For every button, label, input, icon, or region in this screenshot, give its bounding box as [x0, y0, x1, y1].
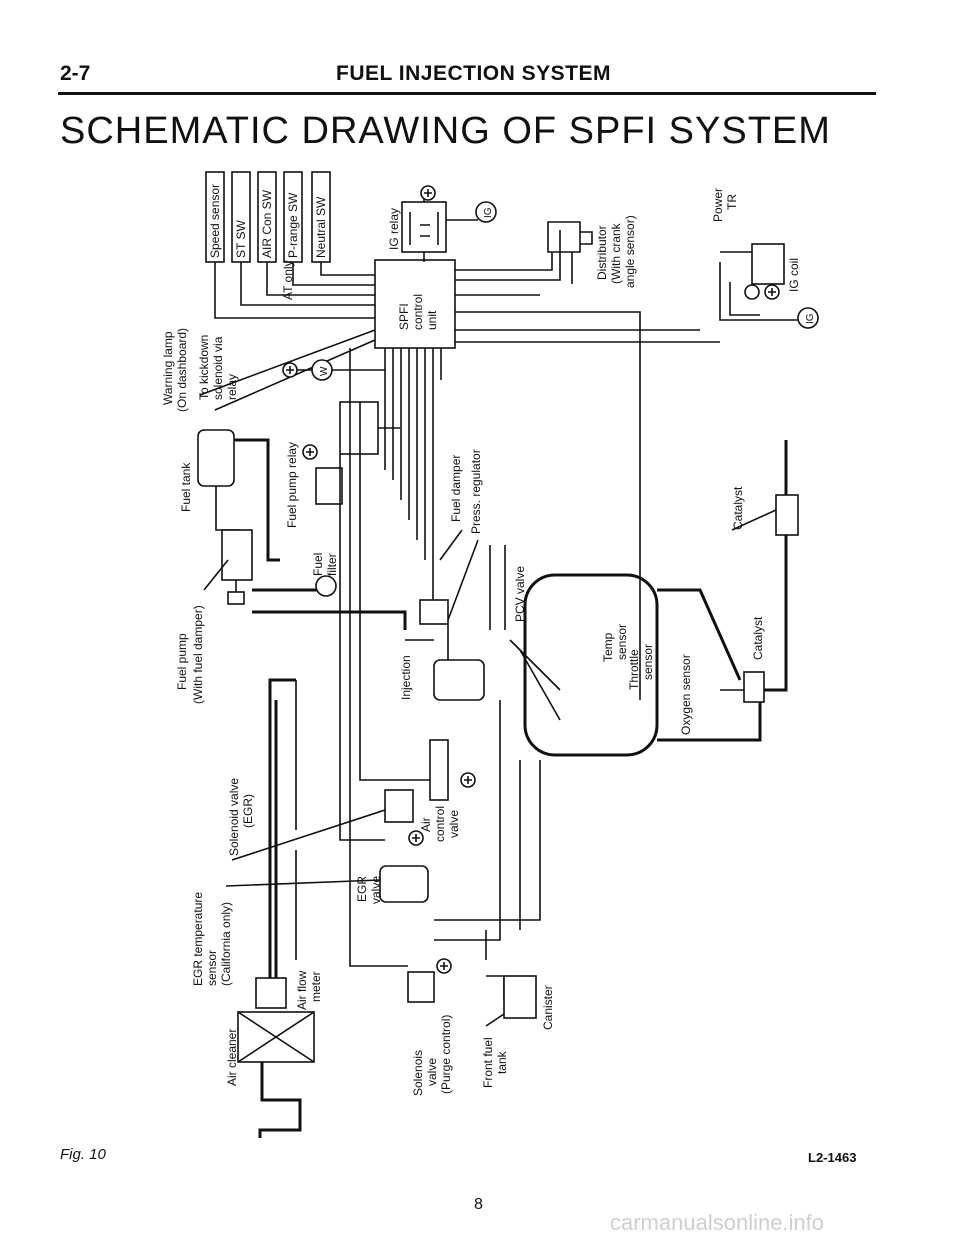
switch-label: ST SW: [234, 220, 248, 258]
power-tr-label: TR: [725, 194, 739, 210]
egr-temp-label: sensor: [205, 950, 219, 986]
egr-temp-label: EGR temperature: [191, 892, 205, 986]
canister-label: Canister: [541, 985, 555, 1030]
warning-lamp-label: (On dashboard): [175, 328, 189, 412]
temp-sensor-label: sensor: [615, 624, 629, 660]
switch-neutral-sw: Neutral SW: [311, 171, 331, 263]
air-flow-label: meter: [309, 971, 323, 1002]
catalyst-lower-label: Catalyst: [751, 616, 765, 660]
temp-sensor-label: Temp: [601, 632, 615, 662]
exhaust-system: Catalyst Catalyst Oxygen sensor: [657, 440, 799, 742]
power-tr: Power TR: [711, 188, 798, 321]
distributor-label: angle sensor): [623, 215, 637, 288]
air-flow-meter: Air flow meter: [255, 970, 323, 1010]
fuel-pump-relay-label: Fuel pump relay: [285, 442, 299, 528]
air-control-label: Air: [419, 817, 433, 832]
spfi-label: SPFI: [397, 303, 411, 330]
spfi-label: control: [411, 294, 425, 330]
ig-relay-label: IG relay: [387, 208, 401, 250]
egr-temp-label: (California only): [219, 902, 233, 986]
w-symbol-label: W: [319, 366, 330, 376]
distributor: Distributor (With crank angle sensor): [455, 215, 637, 288]
front-fuel-label: Front fuel: [481, 1037, 495, 1088]
switch-label: Speed sensor: [208, 184, 222, 258]
diagram-title: SCHEMATIC DRAWING OF SPFI SYSTEM: [60, 110, 831, 152]
watermark: carmanualsonline.info: [610, 1210, 825, 1235]
purge-solenoid-label: (Purge control): [439, 1015, 453, 1094]
fuel-filter: Fuel filter: [311, 553, 339, 597]
fuel-tank-label: Fuel tank: [179, 462, 193, 512]
switch-speed-sensor: Speed sensor: [205, 171, 225, 263]
distributor-label: (With crank: [609, 222, 623, 284]
ig-symbol-label: IG: [805, 313, 816, 324]
fuel-pump-label: (With fuel damper): [191, 605, 205, 704]
fuel-pump-label: Fuel pump: [175, 633, 189, 690]
at-only-label: AT only: [281, 260, 295, 300]
fuel-tank: Fuel tank: [179, 429, 280, 562]
spfi-label: unit: [425, 310, 439, 330]
switch-label: AIR Con SW: [260, 189, 274, 258]
drawing-code: L2-1463: [808, 1150, 857, 1165]
kickdown-label: relay: [225, 374, 239, 400]
switch-air-con-sw: AIR Con SW: [257, 171, 277, 263]
solenoid-egr-label: (EGR): [241, 794, 255, 828]
egr-valve-label: valve: [369, 876, 383, 904]
air-control-label: valve: [447, 810, 461, 838]
ig-coil-label: IG coil: [787, 258, 801, 292]
switch-p-range-sw: P-range SW: [283, 171, 303, 263]
fuel-filter-label: filter: [325, 553, 339, 576]
fuel-pump-relay: Fuel pump relay: [285, 401, 400, 528]
warning-lamp-label: Warning lamp: [161, 331, 175, 405]
injection-unit: Injection: [399, 599, 485, 701]
air-control-valve: Air control valve: [384, 739, 476, 846]
front-fuel-label: tank: [495, 1050, 509, 1074]
air-cleaner-label: Air cleaner: [225, 1029, 239, 1086]
oxygen-sensor-label: Oxygen sensor: [679, 654, 693, 735]
solenoid-egr-label: Solenoid valve: [227, 778, 241, 856]
front-fuel-tank: Front fuel tank: [481, 975, 511, 1088]
engine-block: Temp sensor Throttle sensor: [509, 573, 659, 757]
switch-label: P-range SW: [286, 192, 300, 258]
ig-relay: IG relay: [387, 185, 478, 262]
ig-symbol: IG: [475, 201, 497, 223]
kickdown-label: solenoid via: [211, 336, 225, 400]
air-control-label: control: [433, 806, 447, 842]
power-tr-label: Power: [711, 188, 725, 222]
page-header-title: FUEL INJECTION SYSTEM: [336, 62, 611, 85]
purge-solenoid-valve: Solenois valve (Purge control): [407, 958, 453, 1096]
press-regulator-label: Press. regulator: [469, 449, 483, 534]
figure-number: Fig. 10: [60, 1146, 106, 1163]
page-number: 8: [474, 1196, 483, 1213]
canister: Canister: [503, 975, 555, 1030]
purge-solenoid-label: Solenois: [411, 1050, 425, 1096]
spfi-control-unit: SPFI control unit: [374, 259, 456, 349]
fuel-damper-label: Fuel damper: [449, 455, 463, 522]
fuel-pump: Fuel pump (With fuel damper): [175, 529, 253, 704]
injection-label: Injection: [399, 655, 413, 700]
ig-symbol-label: IG: [483, 207, 494, 218]
pcv-valve: PCV valve: [489, 545, 527, 630]
header-rule: [58, 92, 876, 95]
egr-valve: EGR valve: [355, 865, 429, 904]
air-cleaner: Air cleaner: [225, 1011, 315, 1138]
warning-lamp-symbol: W: [282, 359, 385, 381]
throttle-sensor-label: Throttle: [627, 649, 641, 690]
throttle-sensor-label: sensor: [641, 644, 655, 680]
egr-valve-label: EGR: [355, 876, 369, 902]
ig-coil: IG coil: [729, 258, 801, 316]
kickdown-label: To kickdown: [197, 335, 211, 400]
distributor-label: Distributor: [595, 225, 609, 280]
air-flow-label: Air flow: [295, 970, 309, 1010]
switch-st-sw: ST SW: [231, 171, 251, 263]
catalyst-upper-label: Catalyst: [731, 486, 745, 530]
ig-symbol-coil: IG: [797, 307, 819, 329]
switch-label: Neutral SW: [314, 196, 328, 258]
purge-solenoid-label: valve: [425, 1058, 439, 1086]
section-number: 2-7: [60, 62, 91, 85]
fuel-filter-label: Fuel: [311, 553, 325, 576]
